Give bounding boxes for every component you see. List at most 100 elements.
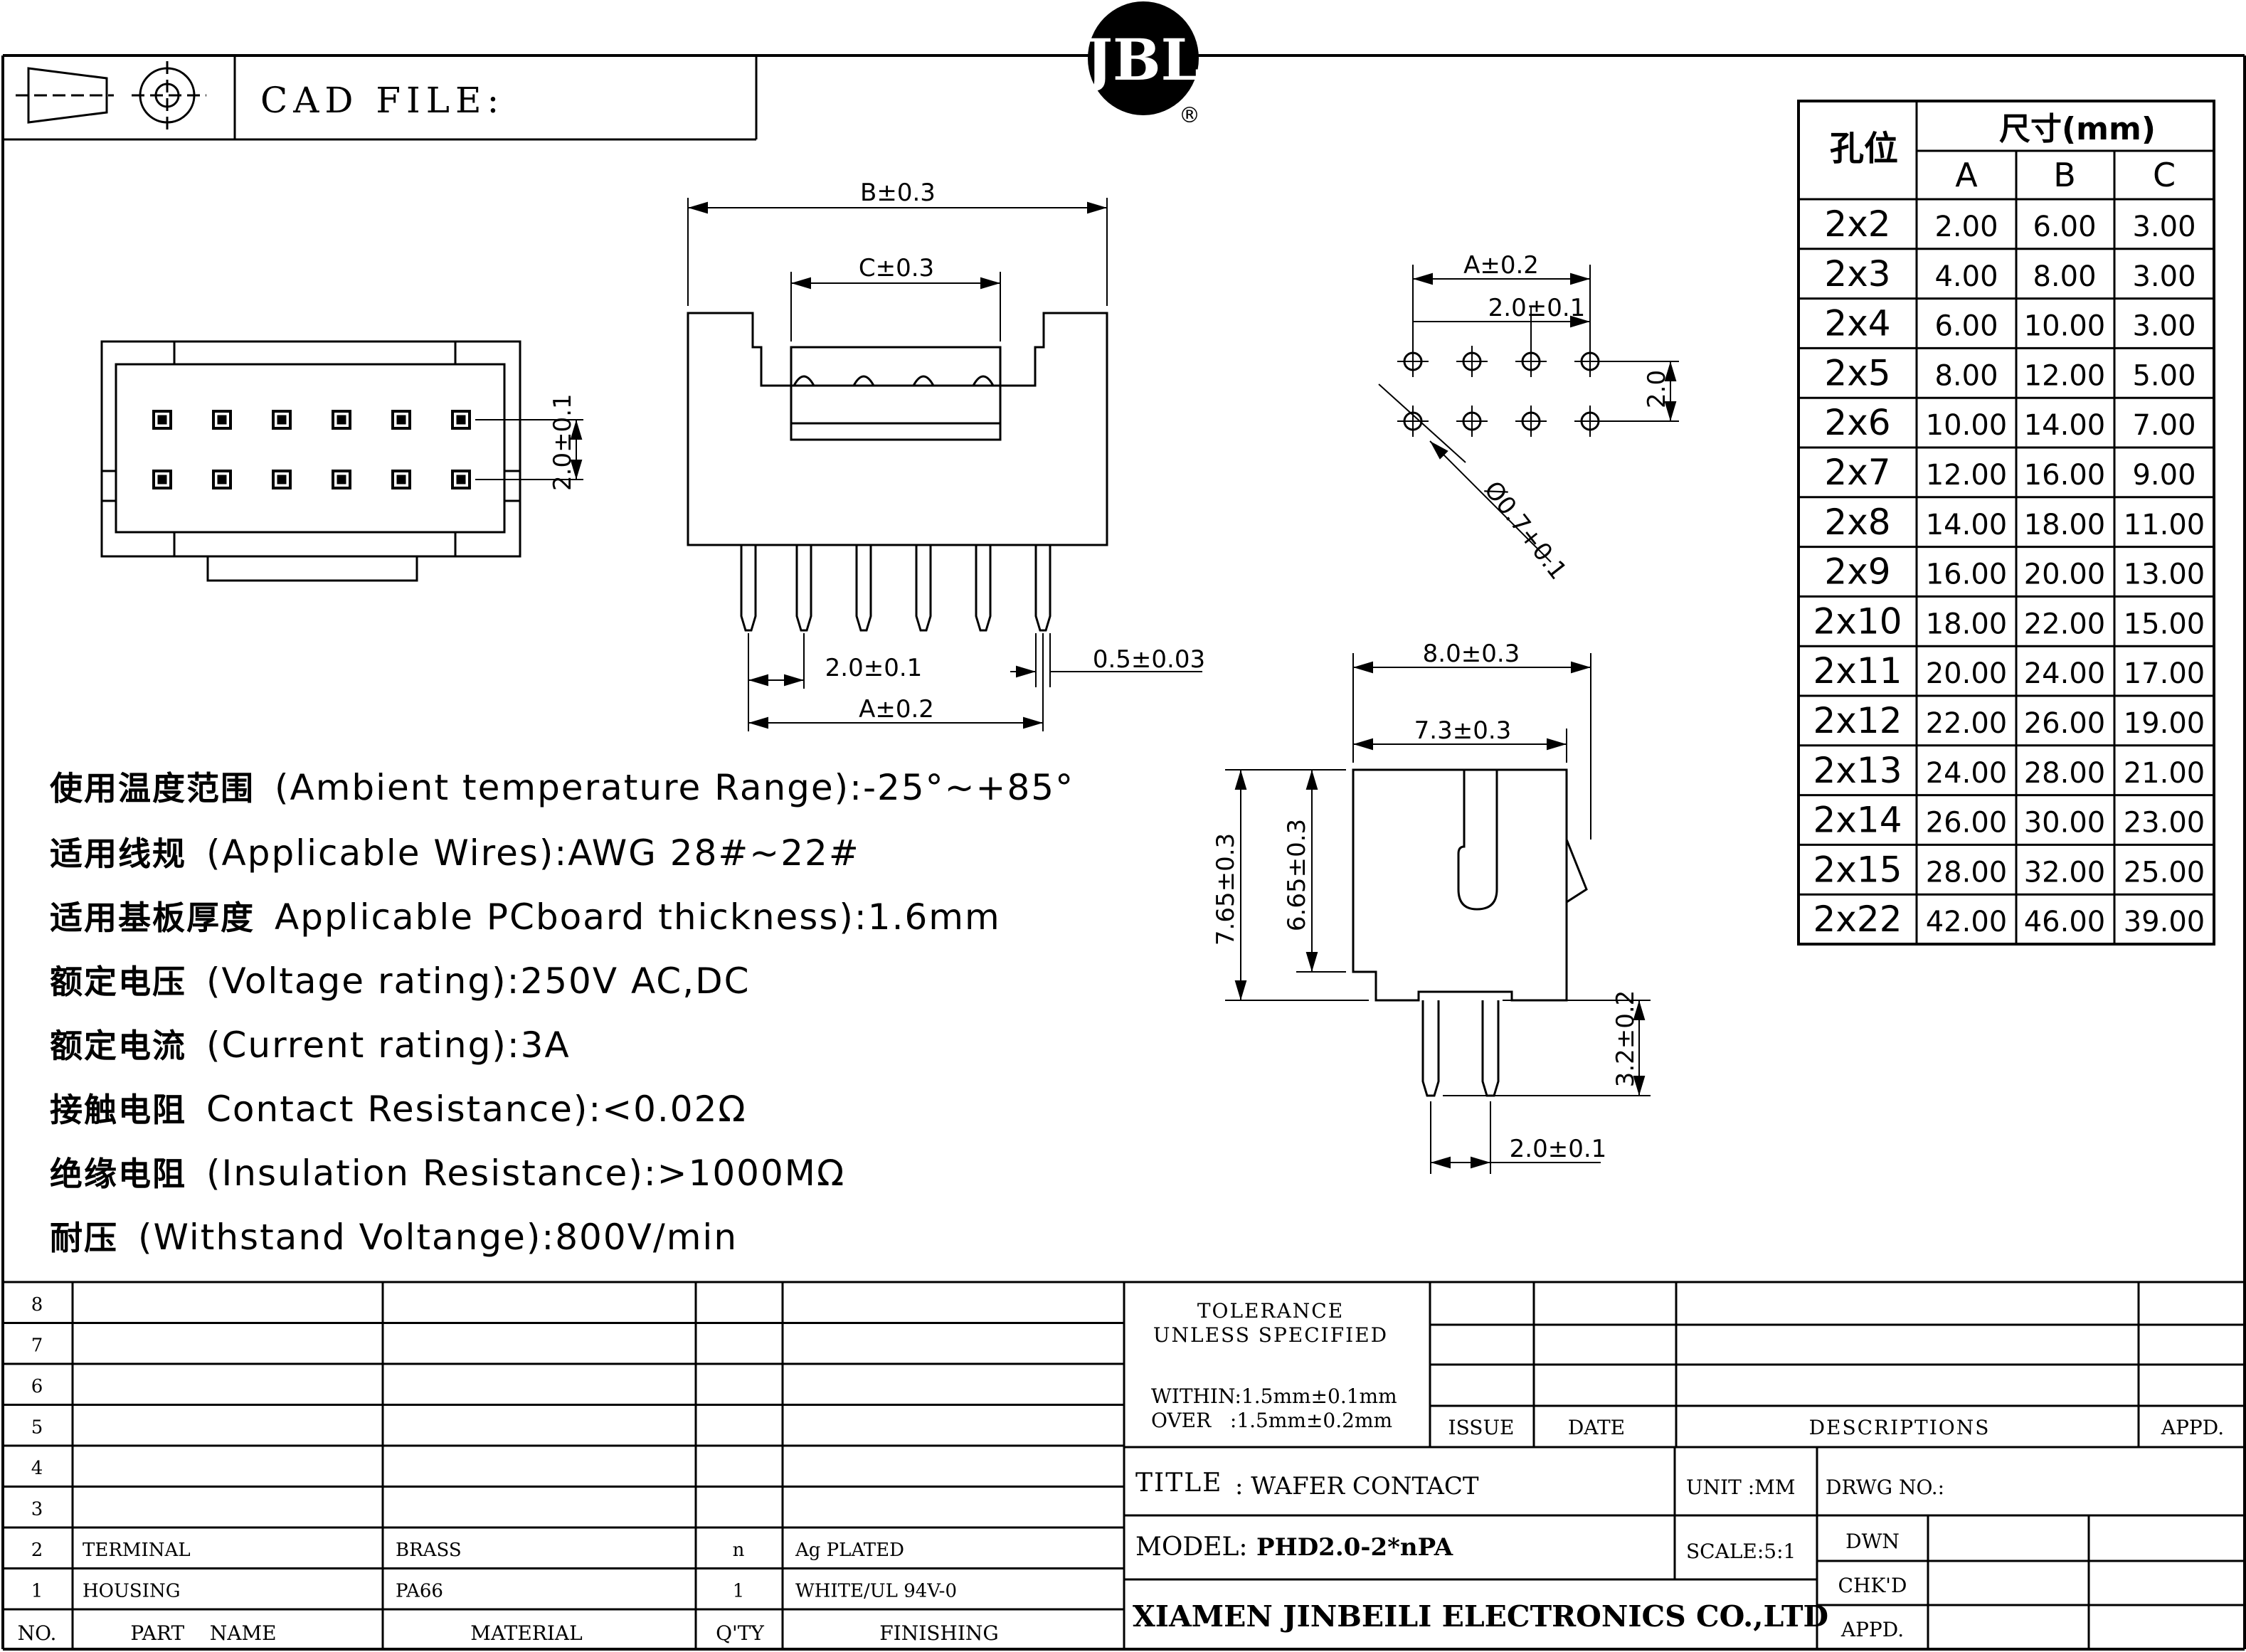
bom-row-number: 8	[31, 1294, 43, 1315]
logo-registered-mark: ®	[1179, 103, 1200, 128]
bom-quantity: n	[733, 1540, 745, 1561]
spec-current: 额定电流(Current rating):3A	[50, 1020, 571, 1067]
table-cell-position: 2x7	[1824, 452, 1890, 493]
bom-row-number: 2	[31, 1540, 43, 1561]
spec-value: (Insulation Resistance):>1000MΩ	[206, 1153, 846, 1194]
table-cell-position: 2x12	[1813, 700, 1902, 741]
table-cell-value: 19.00	[2124, 707, 2205, 740]
bom-header-qty: Q'TY	[716, 1621, 764, 1645]
contact-bump	[852, 375, 875, 386]
table-cell-position: 2x8	[1824, 502, 1890, 543]
table-cell-value: 8.00	[1934, 359, 1998, 392]
tolerance-within: WITHIN:1.5mm±0.1mm	[1151, 1384, 1397, 1408]
table-cell-value: 11.00	[2124, 509, 2205, 541]
bom-finishing: WHITE/UL 94V-0	[795, 1581, 957, 1602]
table-cell-value: 30.00	[2024, 807, 2106, 840]
pin-square	[391, 470, 411, 489]
table-cell-position: 2x2	[1824, 203, 1890, 245]
bom-row-number: 1	[31, 1581, 43, 1602]
table-row: 2x8 14.00 18.00 11.00	[1824, 502, 2205, 543]
spec-label-cn: 绝缘电阻	[50, 1155, 186, 1193]
spec-label-cn: 额定电压	[50, 963, 186, 1001]
dim-row-pitch-pcb: 2.0	[1643, 370, 1671, 408]
cad-file-label: CAD FILE:	[260, 80, 504, 121]
spec-label-cn: 适用基板厚度	[50, 899, 255, 937]
bom-part-name: HOUSING	[83, 1581, 181, 1602]
pin-square	[152, 470, 172, 489]
tolerance-over: OVER :1.5mm±0.2mm	[1151, 1409, 1392, 1432]
terminal-pin	[855, 545, 872, 632]
pcb-hole-icon	[1456, 346, 1488, 377]
terminal-pin	[915, 545, 932, 632]
table-cell-position: 2x3	[1824, 253, 1890, 295]
table-cell-value: 26.00	[1926, 807, 2008, 840]
bom-header-no: NO.	[18, 1621, 57, 1645]
table-cell-value: 24.00	[1926, 757, 2008, 790]
table-cell-value: 6.00	[1934, 310, 1998, 343]
table-cell-value: 22.00	[1926, 707, 2008, 740]
table-cell-value: 28.00	[1926, 856, 2008, 889]
spec-label-cn: 使用温度范围	[50, 769, 255, 808]
bom-material: PA66	[396, 1581, 443, 1602]
drawing-number-label: DRWG NO.:	[1826, 1476, 1944, 1499]
pin-square	[152, 410, 172, 430]
table-cell-position: 2x14	[1813, 800, 1902, 841]
dim-side-inner-height: 6.65±0.3	[1283, 819, 1311, 931]
pcb-hole-icon	[1515, 406, 1547, 437]
dim-side-inner-width: 7.3±0.3	[1414, 716, 1512, 745]
table-cell-value: 6.00	[2033, 211, 2096, 243]
table-cell-value: 4.00	[1934, 260, 1998, 293]
pin-square	[332, 410, 351, 430]
table-cell-position: 2x15	[1813, 849, 1902, 890]
table-cell-value: 23.00	[2124, 807, 2205, 840]
table-subheader-c: C	[2153, 156, 2176, 194]
table-cell-value: 46.00	[2024, 906, 2106, 938]
table-cell-value: 20.00	[1926, 657, 2008, 690]
spec-label-cn: 耐压	[50, 1219, 118, 1257]
table-cell-value: 10.00	[1926, 409, 2008, 442]
dim-c-front-view: C±0.3	[859, 254, 934, 282]
company-name: XIAMEN JINBEILI ELECTRONICS CO.,LTD	[1133, 1599, 1828, 1634]
dim-pin-length: 3.2±0.2	[1611, 990, 1640, 1088]
table-cell-position: 2x5	[1824, 352, 1890, 393]
table-cell-value: 18.00	[2024, 509, 2106, 541]
table-cell-value: 14.00	[1926, 509, 2008, 541]
contact-bump	[793, 375, 815, 386]
spec-label-cn: 适用线规	[50, 835, 186, 873]
revision-descriptions-header: DESCRIPTIONS	[1809, 1416, 1991, 1439]
bom-row-number: 6	[31, 1376, 43, 1397]
model-label: MODEL:	[1135, 1532, 1248, 1562]
model-value: PHD2.0-2*nPA	[1256, 1533, 1453, 1562]
table-cell-value: 3.00	[2132, 260, 2195, 293]
dim-pitch-top-view: 2.0±0.1	[549, 393, 577, 491]
spec-withstand-voltage: 耐压(Withstand Voltange):800V/min	[50, 1212, 738, 1259]
projection-symbol-icon	[16, 61, 206, 132]
table-cell-value: 16.00	[2024, 459, 2106, 492]
terminal-pin	[740, 545, 757, 632]
table-cell-value: 20.00	[2024, 558, 2106, 591]
table-cell-value: 12.00	[1926, 459, 2008, 492]
terminal-pin	[975, 545, 992, 632]
pin-square	[391, 410, 411, 430]
pin-square	[272, 470, 292, 489]
pcb-hole-icon	[1456, 406, 1488, 437]
terminal-pin	[1034, 545, 1052, 632]
table-cell-position: 2x10	[1813, 600, 1902, 642]
pcb-hole-icon	[1397, 406, 1429, 437]
table-cell-value: 5.00	[2132, 359, 2195, 392]
table-header-size: 尺寸(mm)	[1999, 111, 2156, 147]
spec-wires: 适用线规(Applicable Wires):AWG 28#~22#	[50, 828, 860, 875]
bom-row-number: 4	[31, 1458, 43, 1479]
revision-appd-header: APPD.	[2161, 1416, 2224, 1439]
spec-ambient-temp: 使用温度范围(Ambient temperature Range):-25°~+…	[50, 763, 1074, 810]
spec-value: Applicable PCboard thickness):1.6mm	[275, 896, 1001, 938]
dim-b-front-view: B±0.3	[860, 179, 936, 207]
spec-label-cn: 额定电流	[50, 1027, 186, 1065]
